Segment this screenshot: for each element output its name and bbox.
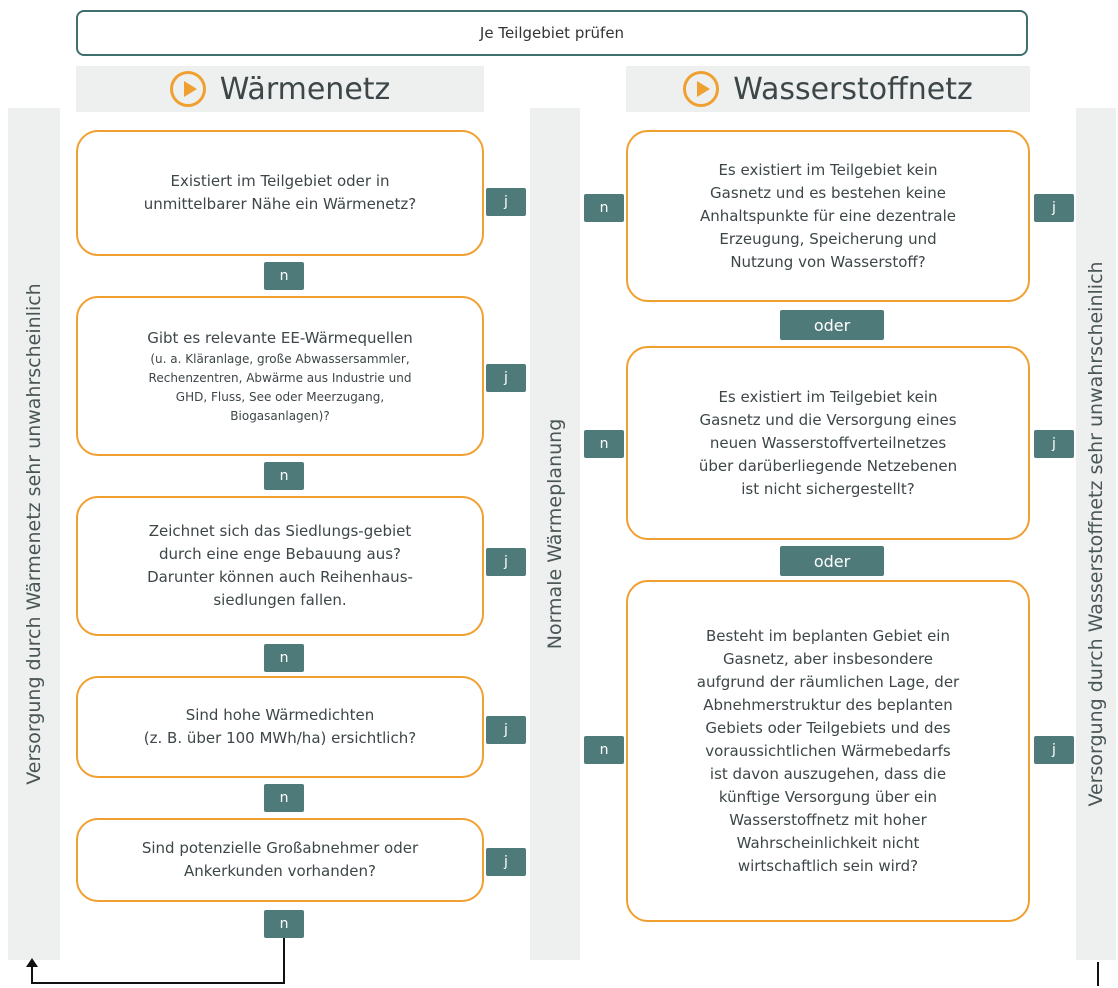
play-icon [169,71,206,107]
heat-network-header: Wärmenetz [76,66,484,112]
question-box: Besteht im beplanten Gebiet ein Gasnetz,… [626,580,1030,922]
yes-label: j [1034,736,1074,764]
yes-label: j [486,364,526,392]
question-detail-line: GHD, Fluss, See oder Meerzugang, [175,389,385,404]
feedback-line [31,982,285,984]
no-label: n [584,430,624,458]
question-line: Gebiets oder Teilgebiets und des [705,718,951,737]
yes-label: j [486,848,526,876]
yes-label: j [486,548,526,576]
question-line: Existiert im Teilgebiet oder in [170,172,390,190]
question-detail-line: (u. a. Kläranlage, große Abwassersammler… [150,351,410,366]
question-line: Gasnetz, aber insbesondere [722,649,934,668]
question-line: Abnehmerstruktur des beplanten [703,695,953,714]
question-line: Gasnetz und es bestehen keine [710,183,946,202]
question-line: Nutzung von Wasserstoff? [730,252,926,271]
yes-label: j [486,716,526,744]
question-line: unmittelbarer Nähe ein Wärmenetz? [143,195,417,213]
question-line: Gibt es relevante EE-Wärmequellen [147,328,413,347]
question-line: ist davon auszugehen, dass die [709,764,947,783]
question-line: Anhaltspunkte für eine dezentrale [699,206,957,225]
feedback-line [31,964,33,984]
question-line: neuen Wasserstoffverteilnetzes [709,433,947,452]
middle-outcome-label: Normale Wärmeplanung [544,418,566,650]
question-line: Sind potenzielle Großabnehmer oder [141,839,419,857]
top-check-box: Je Teilgebiet prüfen [76,10,1028,56]
question-box: Sind hohe Wärmedichten (z. B. über 100 M… [76,676,484,778]
question-line: Es existiert im Teilgebiet kein [718,160,938,179]
question-line: aufgrund der räumlichen Lage, der [696,672,960,691]
question-box: Existiert im Teilgebiet oder in unmittel… [76,130,484,256]
question-line: durch eine enge Bebauung aus? [158,545,402,563]
question-line: über darüberliegende Netzebenen [698,456,958,475]
or-label: oder [780,310,884,340]
no-label: n [264,784,304,812]
question-line: Zeichnet sich das Siedlungs-gebiet [148,522,412,540]
middle-outcome-column: Normale Wärmeplanung [530,108,580,960]
right-outcome-label: Versorgung durch Wasserstoffnetz sehr un… [1085,261,1107,807]
no-label: n [264,262,304,290]
no-label: n [264,644,304,672]
question-line: siedlungen fallen. [213,591,347,609]
question-line: Sind hohe Wärmedichten [185,706,375,724]
yes-label: j [1034,194,1074,222]
hydrogen-network-header: Wasserstoffnetz [626,66,1030,112]
question-box: Es existiert im Teilgebiet kein Gasnetz … [626,130,1030,302]
question-line: Wasserstoffnetz mit hoher [729,810,927,829]
play-icon [683,71,720,107]
no-label: n [264,462,304,490]
right-column-line [1097,962,1099,986]
or-label: oder [780,546,884,576]
question-box: Zeichnet sich das Siedlungs-gebiet durch… [76,496,484,636]
heat-network-title: Wärmenetz [219,71,391,107]
question-line: Darunter können auch Reihenhaus- [147,568,413,586]
question-line: voraussichtlichen Wärmebedarfs [705,741,951,760]
question-line: Besteht im beplanten Gebiet ein [705,626,950,645]
question-line: ist nicht sichergestellt? [741,479,915,498]
question-line: wirtschaftlich sein wird? [737,856,919,875]
question-box: Sind potenzielle Großabnehmer oder Anker… [76,818,484,902]
question-line: künftige Versorgung über ein [718,787,938,806]
question-line: Erzeugung, Speicherung und [719,229,937,248]
question-detail-line: Biogasanlagen)? [230,408,330,423]
question-detail-line: Rechenzentren, Abwärme aus Industrie und [148,370,412,385]
question-line: Ankerkunden vorhanden? [184,862,376,880]
left-outcome-label: Versorgung durch Wärmenetz sehr unwahrsc… [23,283,45,785]
question-line: Es existiert im Teilgebiet kein [718,387,938,406]
question-line: Wahrscheinlichkeit nicht [736,833,920,852]
no-label: n [584,736,624,764]
question-line: (z. B. über 100 MWh/ha) ersichtlich? [143,729,417,747]
left-outcome-column: Versorgung durch Wärmenetz sehr unwahrsc… [8,108,60,960]
question-line: Gasnetz und die Versorgung eines [699,410,957,429]
feedback-line [283,938,285,984]
yes-label: j [486,188,526,216]
no-label: n [264,910,304,938]
question-box: Es existiert im Teilgebiet kein Gasnetz … [626,346,1030,540]
hydrogen-network-title: Wasserstoffnetz [733,71,973,107]
yes-label: j [1034,430,1074,458]
right-outcome-column: Versorgung durch Wasserstoffnetz sehr un… [1076,108,1116,960]
no-label: n [584,194,624,222]
arrow-up-icon [26,958,38,967]
question-box: Gibt es relevante EE-Wärmequellen (u. a.… [76,296,484,456]
